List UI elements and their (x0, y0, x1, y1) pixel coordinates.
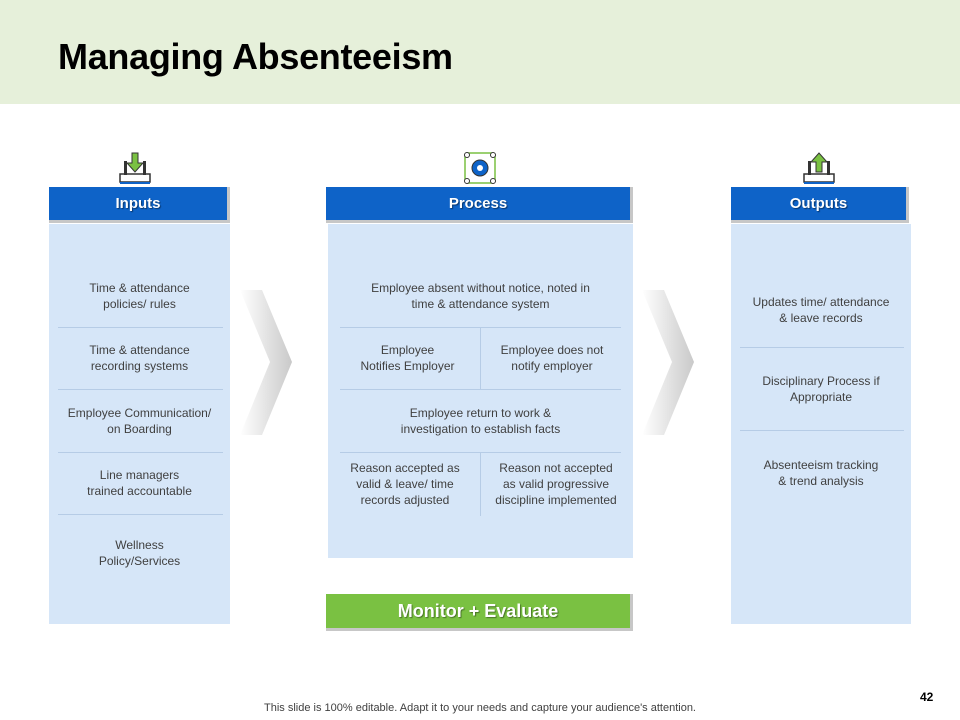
inputs-item: Line managers trained accountable (87, 468, 192, 498)
inputs-item: Wellness Policy/Services (98, 538, 181, 568)
download-tray-icon (119, 152, 151, 184)
chevron-arrow-icon (642, 290, 694, 435)
header-band (0, 0, 960, 104)
outputs-item: Absenteeism tracking & trend analysis (763, 458, 879, 488)
inputs-column (49, 224, 230, 624)
divider (480, 452, 481, 516)
divider (58, 514, 223, 515)
inputs-item: Time & attendance policies/ rules (89, 281, 190, 311)
inputs-item: Employee Communication/ on Boarding (67, 405, 212, 436)
divider (480, 327, 481, 389)
divider (58, 389, 223, 390)
monitor-evaluate-banner: Monitor + Evaluate (326, 594, 633, 631)
upload-tray-icon (803, 152, 835, 184)
outputs-header: Outputs (731, 187, 909, 223)
process-step: Employee return to work & investigation … (400, 405, 561, 436)
process-step: Employee absent without notice, noted in… (371, 281, 590, 311)
divider (58, 327, 223, 328)
footer-note: This slide is 100% editable. Adapt it to… (264, 702, 696, 714)
divider (58, 452, 223, 453)
divider (740, 430, 904, 431)
divider (740, 347, 904, 348)
page-title: Managing Absenteeism (58, 36, 453, 77)
page-number: 42 (920, 690, 934, 704)
process-gear-icon (464, 152, 496, 184)
chevron-arrow-icon (240, 290, 292, 435)
process-step: Reason not accepted as valid progressive… (495, 461, 617, 507)
process-step: Employee does not notify employer (500, 343, 604, 373)
process-header: Process (326, 187, 633, 223)
outputs-item: Disciplinary Process if Appropriate (762, 373, 880, 404)
process-step: Employee Notifies Employer (360, 343, 455, 373)
outputs-column (731, 224, 911, 624)
outputs-item: Updates time/ attendance & leave records (752, 294, 890, 325)
inputs-item: Time & attendance recording systems (89, 343, 190, 373)
process-step: Reason accepted as valid & leave/ time r… (350, 461, 460, 507)
inputs-header: Inputs (49, 187, 230, 223)
divider (340, 389, 621, 390)
